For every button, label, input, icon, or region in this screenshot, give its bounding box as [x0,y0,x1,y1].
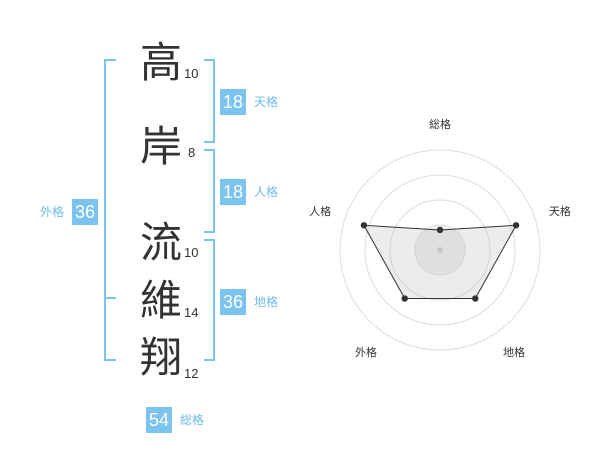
gaikaku-score: 36 [72,199,98,225]
radar-rings [339,149,541,351]
jinkaku-label: 人格 [254,185,279,199]
soukaku-label: 総格 [180,413,205,427]
stroke-count-2: 8 [188,145,196,160]
radar-area [363,224,517,300]
radar-axis-label: 人格 [309,204,331,218]
radar-axis-label: 総格 [429,117,451,131]
radar-ring [364,174,516,326]
name-char-1: 高 [140,38,183,87]
stroke-count-1: 10 [184,66,199,81]
radar-points [360,222,520,302]
radar-ring [389,199,491,301]
stroke-count-5: 12 [184,366,199,381]
radar-point-2 [512,222,520,229]
tenkaku-bracket [204,59,215,143]
radar-point-5 [360,222,368,229]
gaikaku-label: 外格 [40,205,65,219]
name-char-4: 維 [140,276,183,325]
radar-center-dot [437,247,443,253]
stroke-count-4: 14 [184,305,199,320]
gaikaku-bracket [104,59,116,361]
chikaku-label: 地格 [254,295,279,309]
radar-ring [339,149,541,351]
radar-point-3 [472,295,479,302]
stroke-count-3: 10 [184,245,199,260]
radar-axis-label: 天格 [549,204,571,218]
soukaku-score: 54 [146,407,172,433]
radar-point-1 [436,226,444,234]
jinkaku-score: 18 [220,179,246,205]
name-char-3: 流 [140,218,183,267]
chikaku-score: 36 [220,289,246,315]
name-char-2: 岸 [140,122,183,171]
gaikaku-split-tick [104,297,116,299]
jinkaku-bracket [204,149,215,233]
radar-point-4 [401,295,408,302]
radar-axis-label: 外格 [355,345,377,359]
tenkaku-score: 18 [220,89,246,115]
tenkaku-label: 天格 [254,95,279,109]
radar-axis-label: 地格 [503,345,525,359]
chikaku-bracket [204,239,215,361]
name-char-5: 翔 [140,333,183,382]
